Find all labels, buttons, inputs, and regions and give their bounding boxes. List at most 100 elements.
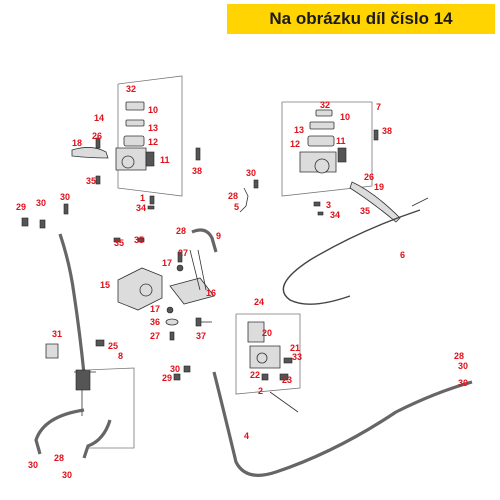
callout-l37: 37 (196, 331, 206, 341)
callout-l18: 18 (72, 138, 82, 148)
callout-l27a: 27 (178, 248, 188, 258)
switch-left (145, 151, 155, 167)
callout-l12a: 12 (148, 137, 158, 147)
bracket-5 (239, 187, 249, 213)
rear-caliper-assembly (235, 313, 301, 413)
grommet-17a (176, 264, 184, 272)
callout-l38a: 38 (192, 166, 202, 176)
callout-l32a: 32 (126, 84, 136, 94)
bracket-plate (169, 277, 215, 305)
callout-l31: 31 (52, 329, 62, 339)
abs-motor (139, 283, 153, 297)
callout-l7: 7 (376, 102, 381, 112)
diaphragm-left (123, 135, 145, 147)
lower-center-fasteners (165, 306, 212, 341)
cylinder-port-right (314, 158, 330, 174)
callout-l24: 24 (254, 297, 264, 307)
bolt-1 (149, 195, 155, 205)
bolt-30b (39, 219, 46, 229)
right-assembly-frame (281, 101, 373, 197)
callout-l29a: 29 (16, 202, 26, 212)
pin-22 (261, 373, 269, 381)
callout-l13a: 13 (148, 123, 158, 133)
front-brake-hose (58, 233, 86, 375)
callout-l17b: 17 (150, 304, 160, 314)
callout-l26b: 26 (364, 172, 374, 182)
cylinder-port-left (121, 155, 135, 169)
bleeder-33 (283, 357, 293, 364)
callout-l13b: 13 (294, 125, 304, 135)
right-master-cylinder-assembly (281, 101, 401, 223)
callout-l28a: 28 (228, 191, 238, 201)
callout-l28c: 28 (454, 351, 464, 361)
brake-hose-9 (191, 228, 218, 253)
callout-l28d: 28 (54, 453, 64, 463)
bolt-27a (177, 251, 183, 263)
bolt-29b (173, 373, 181, 381)
callout-l38b: 38 (382, 126, 392, 136)
callout-l15: 15 (100, 280, 110, 290)
callout-l11a: 11 (160, 155, 170, 165)
diaphragm-plate-right (309, 121, 335, 130)
callout-l30d: 30 (170, 364, 180, 374)
callout-l3: 3 (326, 200, 331, 210)
callout-l30a: 30 (246, 168, 256, 178)
callout-l25: 25 (108, 341, 118, 351)
caliper-piston (256, 352, 268, 364)
callout-l21: 21 (290, 343, 300, 353)
callout-l30h: 30 (28, 460, 38, 470)
brake-cable-6 (282, 209, 421, 305)
callout-l6: 6 (400, 250, 405, 260)
callout-l16: 16 (206, 288, 216, 298)
washer-34a (147, 205, 155, 210)
callout-l20: 20 (262, 328, 272, 338)
callout-l36: 36 (150, 317, 160, 327)
switch-right (337, 147, 347, 163)
diaphragm-right (307, 135, 335, 147)
cable-end-6 (411, 197, 429, 207)
callout-l30e: 30 (458, 361, 468, 371)
washer-30c (63, 203, 69, 215)
sensor-2 (269, 391, 299, 413)
front-brake-line-assembly (21, 203, 135, 459)
brake-pad-20 (247, 321, 265, 343)
callout-l29b: 29 (162, 373, 172, 383)
callout-l10b: 10 (340, 112, 350, 122)
callout-l8: 8 (118, 351, 123, 361)
callout-l33: 33 (292, 352, 302, 362)
callout-l30g: 30 (62, 470, 72, 480)
callout-l5: 5 (234, 202, 239, 212)
washer-34b (317, 211, 324, 216)
callout-l23: 23 (282, 375, 292, 385)
spring-23 (279, 373, 289, 381)
callout-l34a: 34 (136, 203, 146, 213)
bracket-rods (189, 249, 207, 291)
brake-lever-left (71, 147, 109, 159)
callout-l30f: 30 (458, 378, 468, 388)
callout-l19: 19 (374, 182, 384, 192)
callout-l22: 22 (250, 370, 260, 380)
diaphragm-plate-left (125, 119, 145, 127)
callout-l27b: 27 (150, 331, 160, 341)
bolt-37-head (195, 317, 202, 327)
callout-l26a: 26 (92, 131, 102, 141)
callout-l12b: 12 (290, 139, 300, 149)
callout-l4: 4 (244, 431, 249, 441)
splitter-body (75, 369, 91, 391)
clamp-31 (45, 343, 59, 359)
callout-l14: 14 (94, 113, 104, 123)
callout-l35d: 35 (134, 235, 144, 245)
bracket-3 (313, 201, 321, 207)
callout-l35c: 35 (114, 238, 124, 248)
callout-l10a: 10 (148, 105, 158, 115)
callout-l28b: 28 (176, 226, 186, 236)
reservoir-cap-left (125, 101, 145, 111)
abs-unit (113, 237, 163, 311)
left-master-cylinder-assembly (71, 75, 201, 197)
splitter-frame (85, 367, 135, 449)
pivot-bolt-left (95, 137, 101, 149)
callout-l9: 9 (216, 231, 221, 241)
